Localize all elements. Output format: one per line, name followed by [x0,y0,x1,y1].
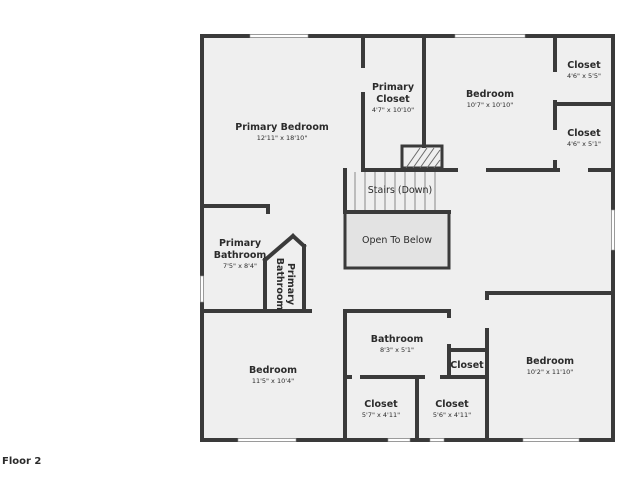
primary-bathroom-dim: 7'5" x 8'4" [223,262,257,270]
primary-closet-name-1: Primary [372,82,415,93]
primary-closet-dim: 4'7" x 10'10" [372,106,414,114]
bedroom-top-dim: 10'7" x 10'10" [467,101,513,109]
closet-top1-name: Closet [567,60,601,71]
bedroom-right-name: Bedroom [526,356,574,367]
closet-top2-dim: 4'6" x 5'1" [567,140,601,148]
closet-bottom2-name: Closet [435,399,469,410]
bedroom-left-dim: 11'5" x 10'4" [252,377,294,385]
primary-closet-name-2: Closet [376,94,410,105]
primary-bathroom-name-2: Bathroom [214,250,267,261]
stairs-name: Stairs (Down) [368,185,432,196]
bedroom-top-name: Bedroom [466,89,514,100]
primary-bedroom-name: Primary Bedroom [235,122,329,133]
primary-bathroom-small-name-1: Primary [285,263,296,306]
primary-bathroom-name-1: Primary [219,238,262,249]
primary-bedroom-dim: 12'11" x 18'10" [257,134,308,142]
door-openings [310,68,588,380]
chimney [400,144,444,170]
closet-bottom1-dim: 5'7" x 4'11" [362,411,400,419]
windows [200,34,615,442]
open-to-below-name: Open To Below [362,235,432,246]
open-to-below-area [343,210,451,270]
closet-top1-dim: 4'6" x 5'5" [567,72,601,80]
bedroom-right-dim: 10'2" x 11'10" [527,368,573,376]
closet-mid-name: Closet [450,360,484,371]
closet-bottom1-name: Closet [364,399,398,410]
primary-bathroom-small-name-2: Bathroom [274,258,285,311]
closet-bottom2-dim: 5'6" x 4'11" [433,411,471,419]
bedroom-left-name: Bedroom [249,365,297,376]
closet-top2-name: Closet [567,128,601,139]
floor-label: Floor 2 [2,456,42,467]
stair-treads [354,172,436,210]
primary-bathroom-small-label: Primary Bathroom [274,258,296,311]
bathroom-name: Bathroom [371,334,424,345]
bathroom-dim: 8'3" x 5'1" [380,346,414,354]
